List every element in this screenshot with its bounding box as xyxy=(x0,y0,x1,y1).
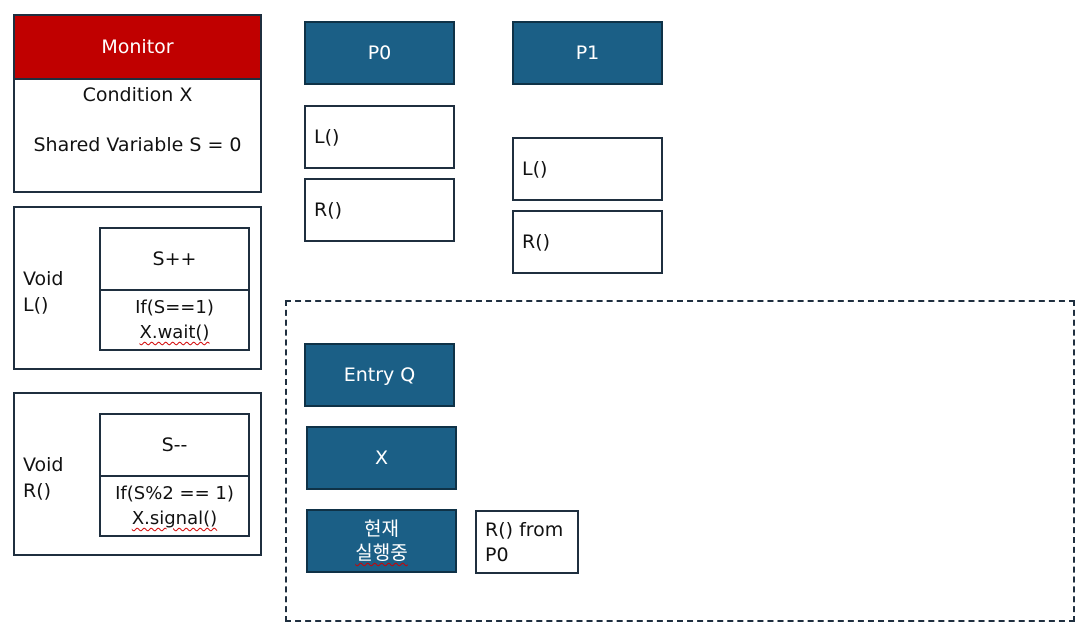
current-running-line1: 현재 xyxy=(364,518,399,540)
current-running-value: R() from P0 xyxy=(475,510,579,574)
void-r-body: S-- If(S%2 == 1) X.signal() xyxy=(99,413,250,537)
void-r-condition-line2: X.signal() xyxy=(131,508,218,529)
current-running: 현재 실행중 xyxy=(306,509,457,573)
condition-label: Condition X xyxy=(82,84,193,106)
void-l-condition: If(S==1) X.wait() xyxy=(101,291,248,349)
p1-call-l: L() xyxy=(512,137,663,201)
void-r-decrement: S-- xyxy=(101,415,248,477)
void-l-condition-line2: X.wait() xyxy=(139,322,210,343)
monitor-title: Monitor xyxy=(15,16,260,80)
void-l-increment: S++ xyxy=(101,229,248,291)
p0-header: P0 xyxy=(304,21,455,85)
void-l-box: Void L() S++ If(S==1) X.wait() xyxy=(13,206,262,370)
void-r-box: Void R() S-- If(S%2 == 1) X.signal() xyxy=(13,392,262,556)
p0-call-l: L() xyxy=(304,105,455,169)
monitor-box: Monitor Condition X Shared Variable S = … xyxy=(13,14,262,193)
void-l-label-line1: Void xyxy=(23,268,64,290)
void-r-label-line1: Void xyxy=(23,454,64,476)
current-running-line2: 실행중 xyxy=(355,542,408,564)
void-l-body: S++ If(S==1) X.wait() xyxy=(99,227,250,351)
queue-region xyxy=(285,300,1075,622)
void-l-condition-line1: If(S==1) xyxy=(135,297,214,318)
void-l-label-line2: L() xyxy=(23,294,49,316)
current-running-value-line2: P0 xyxy=(485,544,509,566)
p0-call-r: R() xyxy=(304,178,455,242)
entry-queue: Entry Q xyxy=(304,343,455,407)
p1-header: P1 xyxy=(512,21,663,85)
p1-call-r: R() xyxy=(512,210,663,274)
condition-x-queue: X xyxy=(306,426,457,490)
void-r-label-line2: R() xyxy=(23,480,52,502)
void-r-condition: If(S%2 == 1) X.signal() xyxy=(101,477,248,535)
void-r-label: Void R() xyxy=(23,452,64,504)
void-l-label: Void L() xyxy=(23,266,64,318)
shared-variable-label: Shared Variable S = 0 xyxy=(33,134,242,156)
current-running-value-line1: R() from xyxy=(485,519,564,541)
void-r-condition-line1: If(S%2 == 1) xyxy=(115,483,234,504)
